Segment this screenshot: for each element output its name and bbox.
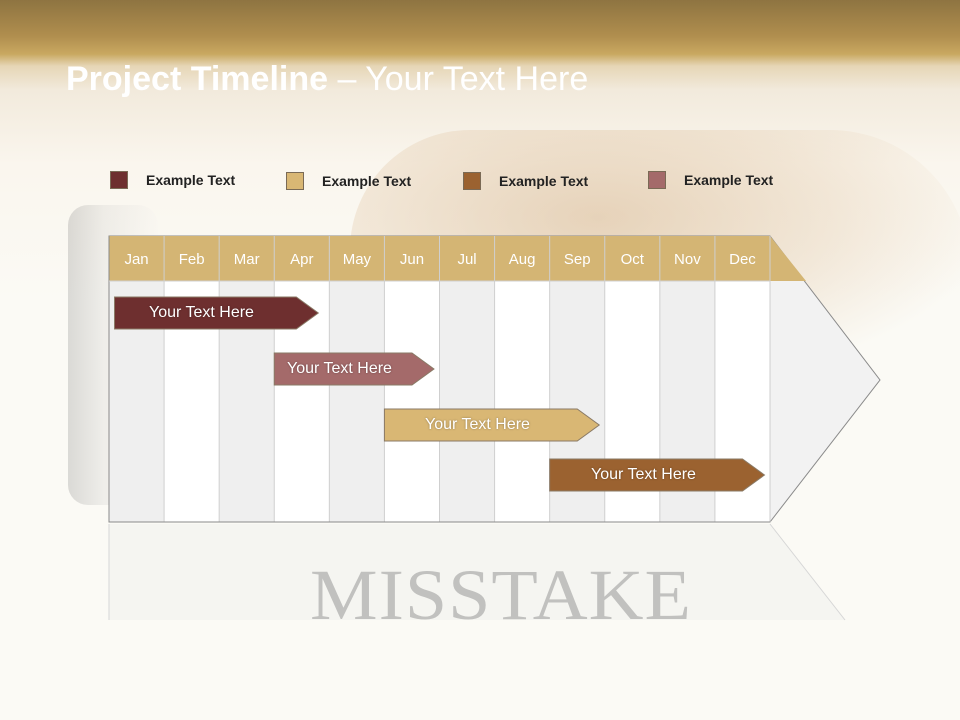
legend-swatch-1 [110,171,128,189]
legend-swatch-3 [463,172,481,190]
task-bar [114,296,320,330]
slide-title: Project Timeline – Your Text Here [66,60,588,99]
legend-item-3: Example Text [463,172,588,190]
month-label: Oct [621,251,645,268]
month-label: May [343,251,372,268]
month-column [329,281,385,522]
arrow-reflection [109,524,845,620]
month-column [384,281,440,522]
task-bar [549,458,766,492]
month-label: Aug [509,251,536,268]
month-label: Feb [179,251,205,268]
legend-item-1: Example Text [110,171,235,189]
month-label: Jul [457,251,476,268]
legend-item-4: Example Text [648,171,773,189]
month-column [494,281,550,522]
bar-label-1: Your Text Here [149,304,254,321]
month-column [439,281,495,522]
month-label: Jan [124,251,148,268]
legend-swatch-4 [648,171,666,189]
title-rest: – Your Text Here [328,60,589,98]
month-label: Sep [564,251,591,268]
month-label: Mar [234,251,260,268]
task-bar [273,352,435,386]
legend-label-3: Example Text [499,173,589,189]
legend-swatch-2 [286,172,304,190]
legend-item-2: Example Text [286,172,411,190]
bar-label-4: Your Text Here [591,466,696,483]
legend-label-1: Example Text [146,172,236,188]
legend-label-4: Example Text [684,172,774,188]
title-bold: Project Timeline [66,60,329,98]
background-word: MISSTAKE [310,555,692,635]
bar-label-3: Your Text Here [425,416,530,433]
legend-label-2: Example Text [322,173,412,189]
bar-label-2: Your Text Here [287,360,392,377]
month-label: Jun [400,251,424,268]
timeline-header-band [109,236,806,281]
task-bar [383,408,601,442]
month-label: Apr [290,251,313,268]
arrow-reflection-edge [769,523,846,621]
month-label: Dec [729,251,756,268]
month-label: Nov [674,251,701,268]
